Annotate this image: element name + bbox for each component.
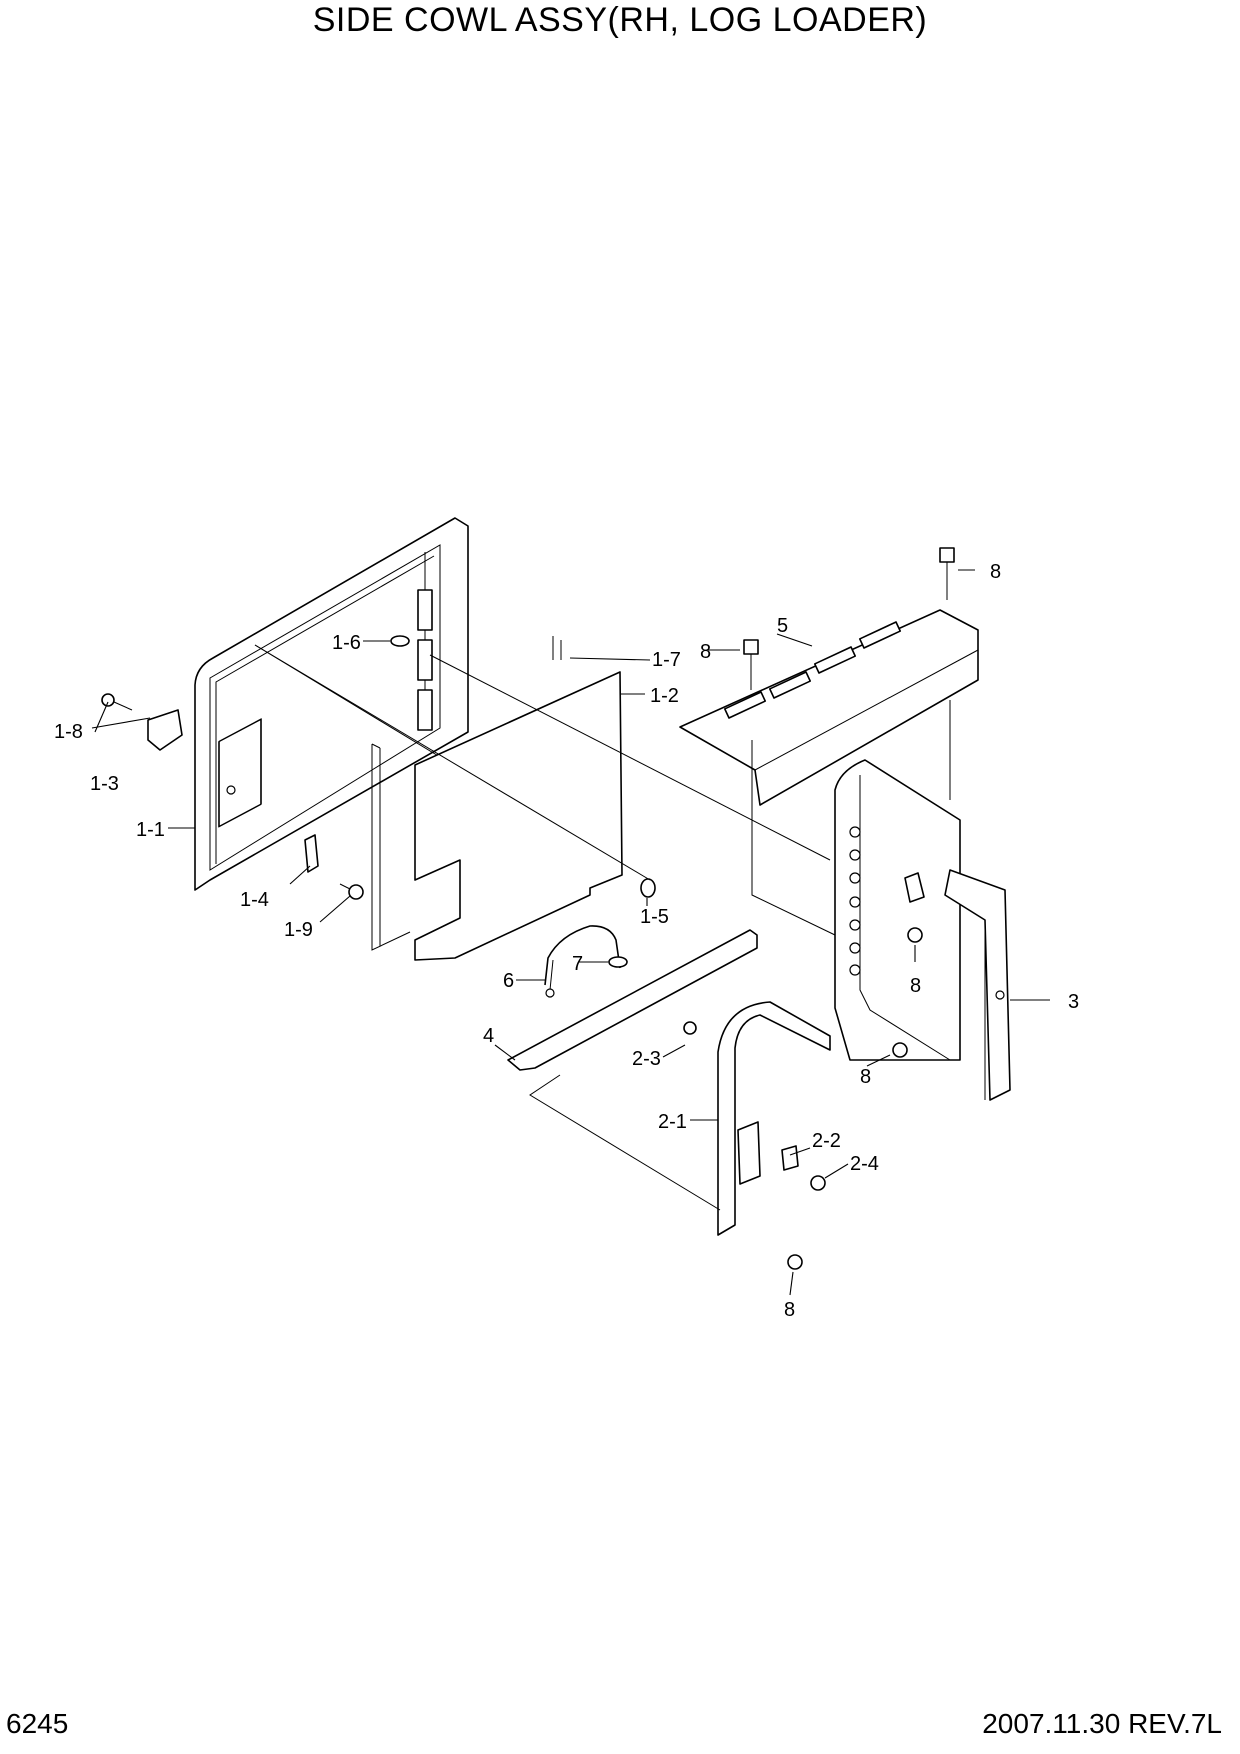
part-1-8-bolt [101, 693, 133, 711]
callout-1-4: 1-4 [240, 889, 269, 911]
callout-2-3: 2-3 [632, 1048, 661, 1070]
callout-1-2: 1-2 [650, 685, 679, 707]
part-1-7-seal-strip [371, 636, 562, 951]
callout-1-5: 1-5 [640, 906, 669, 928]
callout-5: 5 [777, 615, 788, 637]
callout-8-top: 8 [990, 561, 1001, 583]
part-8-bolt-cowl [907, 927, 923, 943]
part-2-4-bolt [810, 1175, 826, 1191]
part-8-bolt-bottom [787, 1254, 803, 1270]
part-1-4-bracket [304, 834, 319, 873]
part-2-3-bolt [683, 1021, 697, 1035]
callout-8-plate: 8 [700, 641, 711, 663]
callout-1-8: 1-8 [54, 721, 83, 743]
part-5-top-plate [679, 609, 979, 806]
part-1-1-door-frame [194, 517, 469, 891]
part-2-1-support-bracket [717, 1001, 831, 1236]
callout-2-1: 2-1 [658, 1111, 687, 1133]
part-8-bolt-plate [743, 639, 759, 690]
callout-1-6: 1-6 [332, 632, 361, 654]
callout-1-7: 1-7 [652, 649, 681, 671]
diagram-title: SIDE COWL ASSY(RH, LOG LOADER) [312, 1, 928, 39]
callout-8-cowl: 8 [910, 975, 921, 997]
part-6-handle [544, 925, 621, 998]
callout-2-2: 2-2 [812, 1130, 841, 1152]
part-1-9-bolt [339, 883, 364, 900]
callout-8-bottom: 8 [784, 1299, 795, 1321]
callout-7: 7 [572, 953, 583, 975]
callout-8-lower: 8 [860, 1066, 871, 1088]
part-1-2-inner-panel [414, 671, 623, 961]
callout-1-3: 1-3 [90, 773, 119, 795]
leader-lines [91, 569, 1050, 1296]
part-3-vertical-cowl [834, 759, 1011, 1101]
callout-3: 3 [1068, 991, 1079, 1013]
callout-1-9: 1-9 [284, 919, 313, 941]
part-1-6-grommet [390, 635, 410, 647]
callout-1-1: 1-1 [136, 819, 165, 841]
assembly-reference-lines [254, 644, 951, 1211]
part-8-bolt-lower [892, 1042, 908, 1058]
part-7-grommet [608, 956, 628, 968]
part-1-3-latch [147, 709, 183, 751]
callout-4: 4 [483, 1025, 494, 1047]
page-number: 6245 [6, 1708, 69, 1739]
part-8-bolt-top [939, 547, 955, 600]
revision-date: 2007.11.30 REV.7L [982, 1708, 1222, 1739]
part-4-lower-rail [507, 929, 758, 1071]
callout-2-4: 2-4 [850, 1153, 879, 1175]
callout-6: 6 [503, 970, 514, 992]
part-1-5-rubber-stopper [640, 878, 656, 898]
